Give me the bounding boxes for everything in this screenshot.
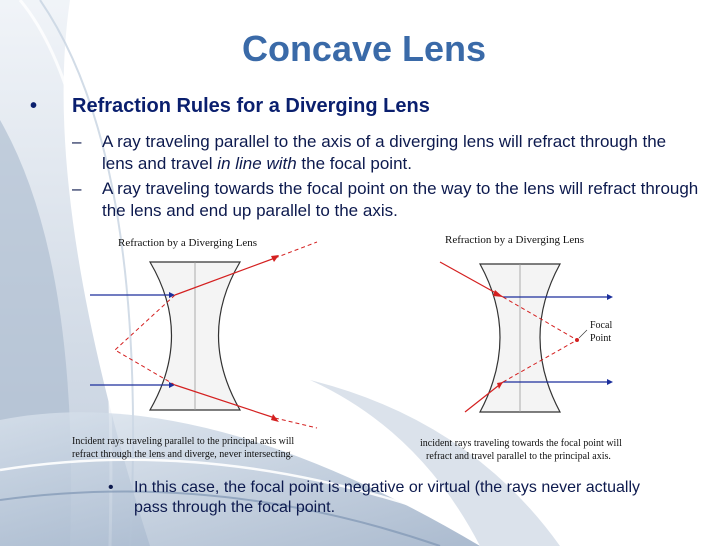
virtual-extension-top <box>114 294 176 351</box>
focal-label-leader <box>578 329 588 339</box>
right-figure-caption-2: refract and travel parallel to the princ… <box>426 451 611 462</box>
sub-bullet-text: A ray traveling parallel to the axis of … <box>102 131 702 175</box>
bottom-note-text: In this case, the focal point is negativ… <box>134 479 641 516</box>
arrow-head <box>493 290 503 297</box>
arrow-head <box>607 294 613 300</box>
incident-ray-bottom <box>464 381 504 413</box>
bullet-dot: • <box>108 479 114 496</box>
left-figure-caption-1: Incident rays traveling parallel to the … <box>72 436 295 447</box>
left-figure-caption-2: refract through the lens and diverge, ne… <box>72 449 294 460</box>
emphasis-text: in line with <box>217 154 297 173</box>
dash-marker: – <box>72 132 82 151</box>
sub-bullet-part: the focal point. <box>296 154 412 173</box>
virtual-extension-bottom-far <box>274 417 318 429</box>
extension-to-focal-bottom <box>502 339 578 383</box>
virtual-extension-top-far <box>274 241 318 259</box>
refracted-ray-bottom <box>174 384 276 419</box>
virtual-extension-bottom <box>114 349 176 386</box>
slide-title: Concave Lens <box>241 28 487 69</box>
refracted-ray-top <box>174 257 276 296</box>
extension-to-focal-top <box>502 296 578 341</box>
right-lens-diagram <box>439 261 613 413</box>
bullet-dot: • <box>30 95 38 117</box>
sub-bullet-text: A ray traveling towards the focal point … <box>102 179 699 220</box>
left-figure-title: Refraction by a Diverging Lens <box>118 237 258 249</box>
incident-ray-top <box>439 261 504 298</box>
focal-point-label-1: Focal <box>590 320 613 331</box>
dash-marker: – <box>72 179 82 198</box>
arrow-head <box>497 382 503 389</box>
sub-bullet-part: A ray traveling parallel to the axis of … <box>102 132 667 173</box>
main-bullet-text: Refraction Rules for a Diverging Lens <box>72 95 430 117</box>
right-figure-caption-1: incident rays traveling towards the foca… <box>420 438 622 449</box>
right-figure-title: Refraction by a Diverging Lens <box>445 234 585 246</box>
arrow-head <box>607 379 613 385</box>
arrow-head <box>169 382 175 388</box>
left-lens-diagram <box>90 241 318 429</box>
focal-point-label-2: Point <box>590 333 612 344</box>
arrow-head <box>169 292 175 298</box>
focal-point-marker <box>575 338 579 342</box>
